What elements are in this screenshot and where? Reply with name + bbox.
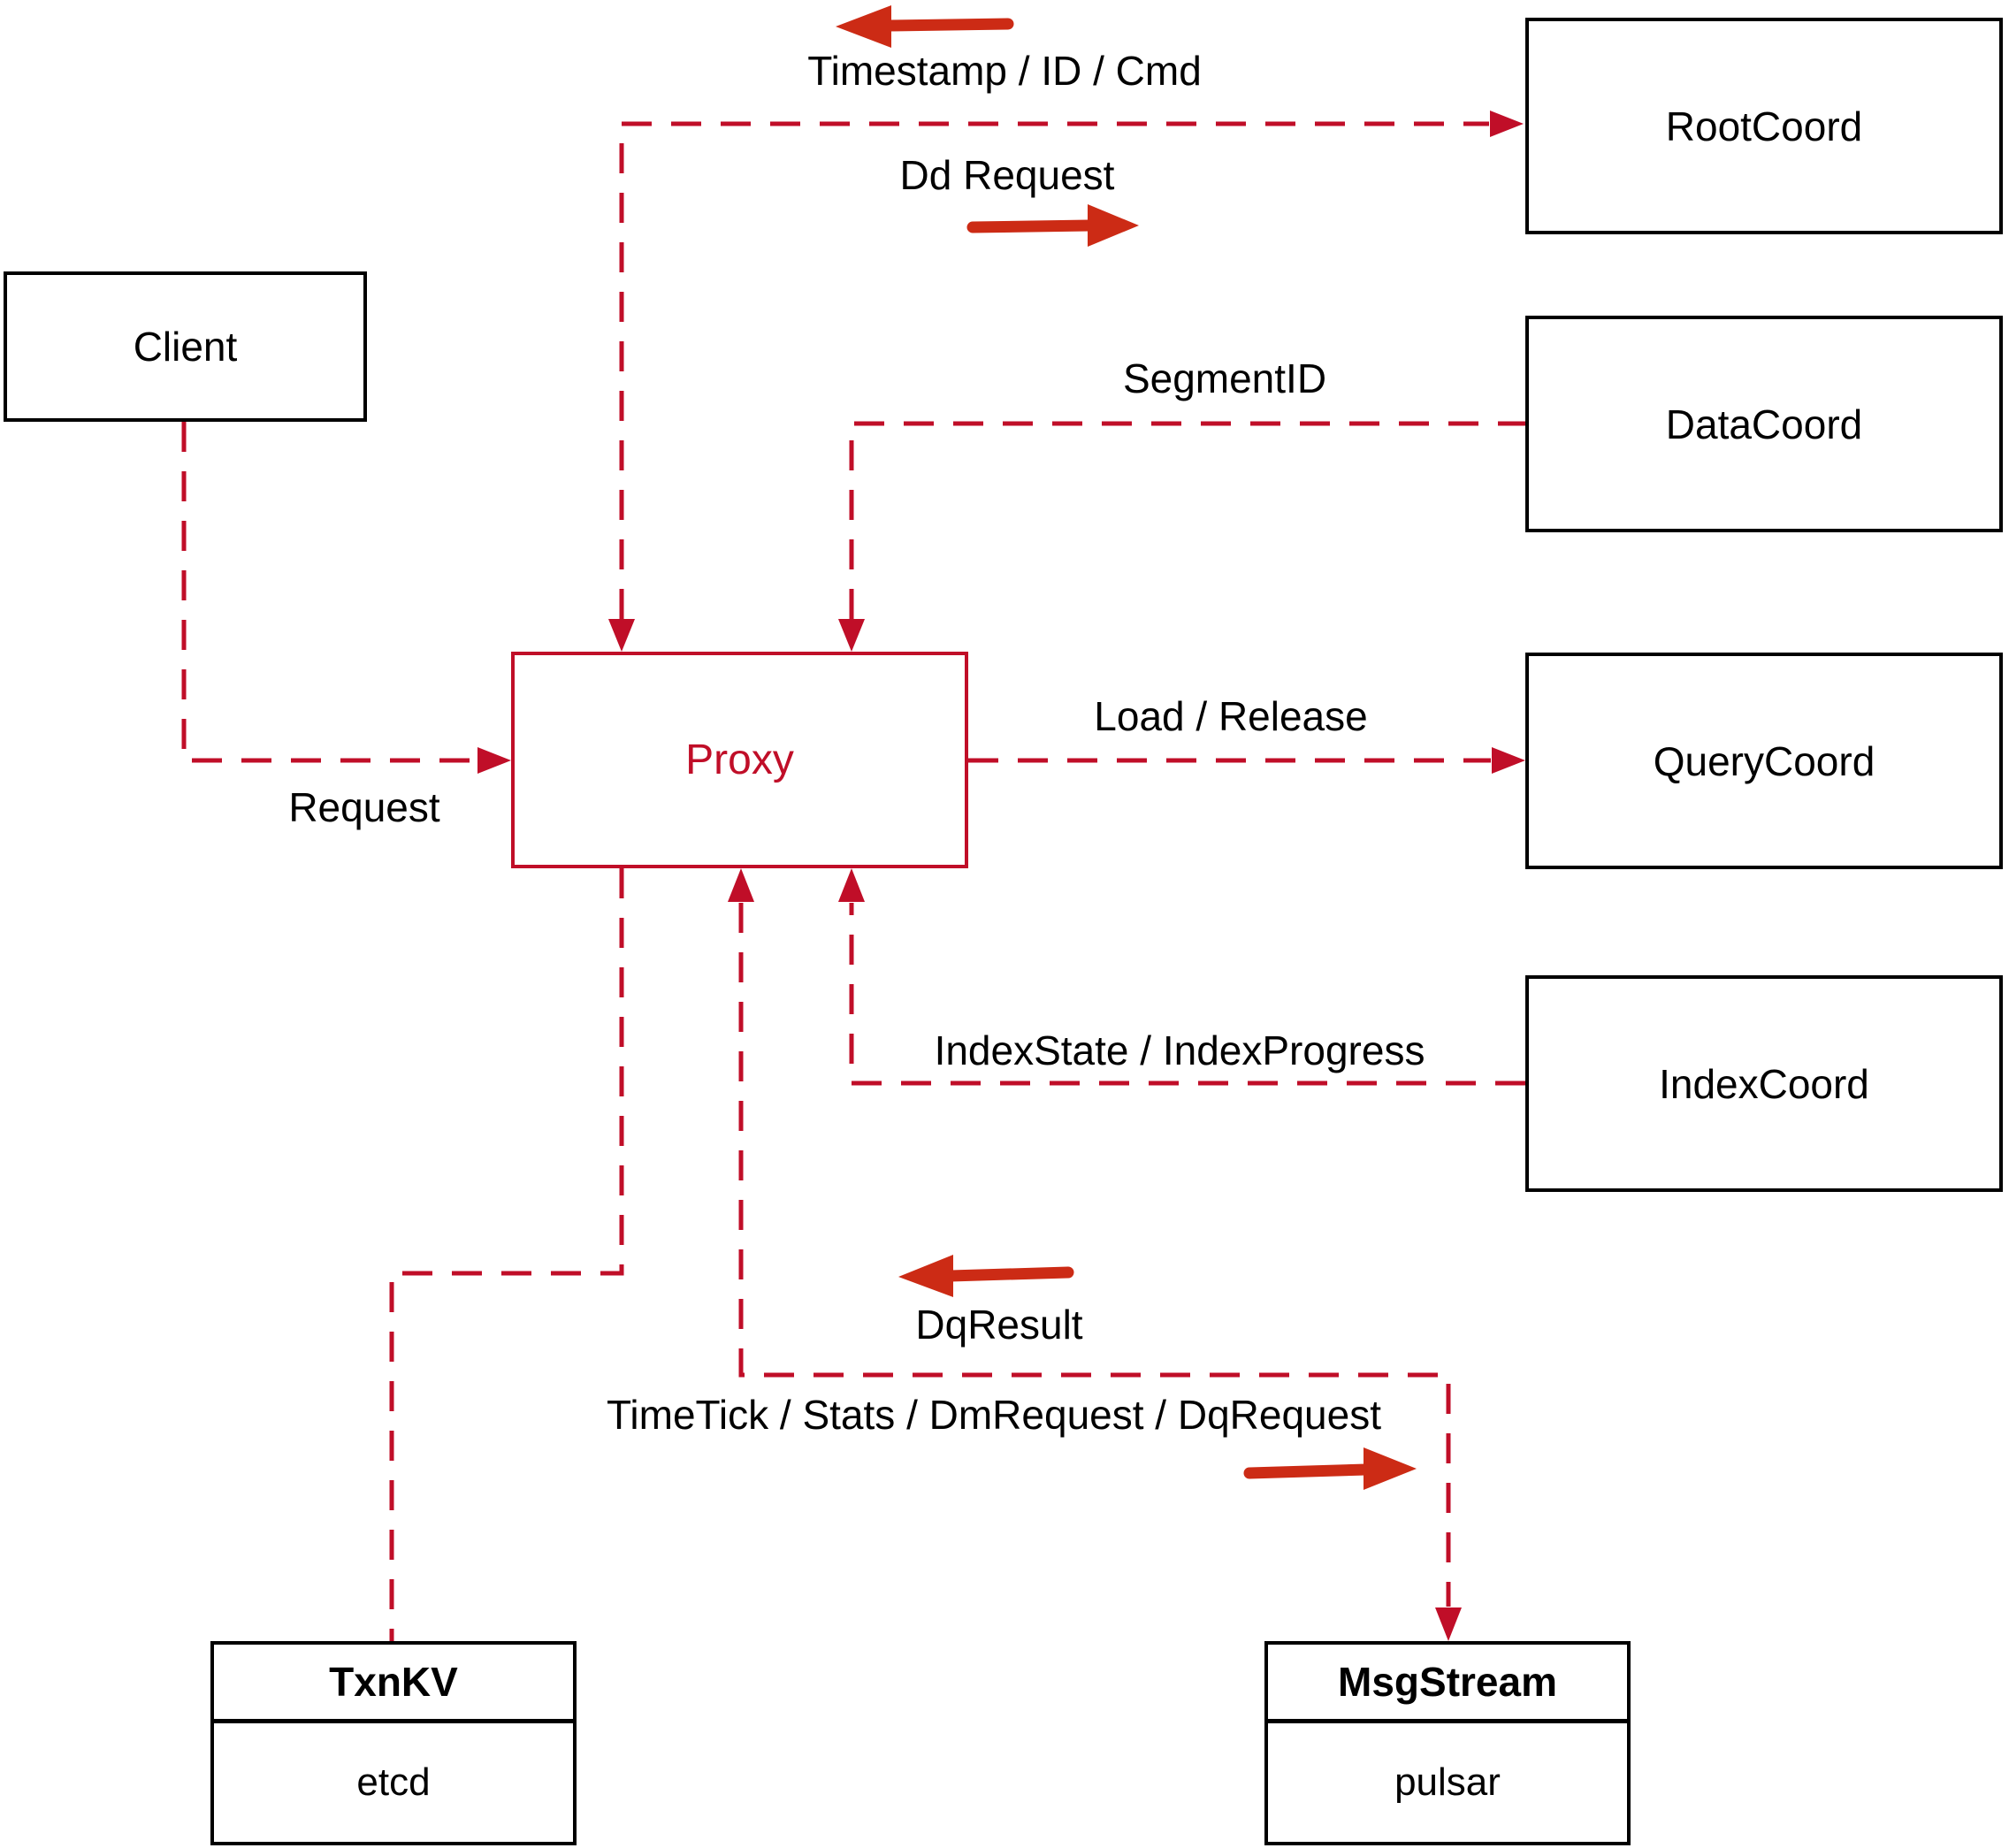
edge-indexcoord-proxy bbox=[838, 868, 1525, 1086]
direction-arrow-left-icon bbox=[836, 5, 1014, 48]
edge-label-timetick-stats: TimeTick / Stats / DmRequest / DqRequest bbox=[607, 1392, 1381, 1438]
client-node: Client bbox=[4, 271, 367, 422]
arrowhead-up-icon bbox=[728, 868, 754, 902]
edge-proxy-txnkv bbox=[389, 868, 624, 1641]
msgstream-title: MsgStream bbox=[1268, 1645, 1627, 1723]
edge-client-proxy bbox=[181, 422, 511, 774]
edge-proxy-rootcoord bbox=[608, 111, 1524, 652]
datacoord-node: DataCoord bbox=[1525, 316, 2003, 532]
txnkv-title: TxnKV bbox=[214, 1645, 573, 1723]
edge-proxy-querycoord bbox=[968, 747, 1525, 774]
arrowhead-up-icon bbox=[838, 868, 865, 902]
proxy-label: Proxy bbox=[685, 737, 794, 783]
arrowhead-right-icon bbox=[1490, 111, 1524, 137]
arrowhead-down-icon bbox=[608, 619, 635, 652]
proxy-node: Proxy bbox=[511, 652, 968, 868]
edge-label-dq-result: DqResult bbox=[915, 1302, 1083, 1348]
client-label: Client bbox=[133, 324, 238, 370]
txnkv-subtitle: etcd bbox=[356, 1760, 431, 1804]
indexcoord-label: IndexCoord bbox=[1659, 1060, 1869, 1107]
arrowhead-right-icon bbox=[477, 747, 511, 774]
edge-label-load-release: Load / Release bbox=[1094, 693, 1368, 739]
edge-label-dd-request: Dd Request bbox=[899, 152, 1115, 198]
rootcoord-node: RootCoord bbox=[1525, 18, 2003, 234]
edge-label-request: Request bbox=[288, 784, 440, 830]
arrowhead-right-icon bbox=[1492, 747, 1525, 774]
arrowhead-down-icon bbox=[838, 619, 865, 652]
direction-arrow-right-icon bbox=[966, 204, 1139, 247]
edge-label-timestamp-id-cmd: Timestamp / ID / Cmd bbox=[807, 48, 1202, 94]
indexcoord-node: IndexCoord bbox=[1525, 975, 2003, 1192]
edge-label-segment-id: SegmentID bbox=[1122, 355, 1327, 401]
datacoord-label: DataCoord bbox=[1665, 401, 1863, 447]
arrowhead-down-icon bbox=[1435, 1607, 1462, 1641]
msgstream-node: MsgStream pulsar bbox=[1264, 1641, 1631, 1845]
querycoord-node: QueryCoord bbox=[1525, 653, 2003, 869]
rootcoord-label: RootCoord bbox=[1665, 103, 1863, 149]
querycoord-label: QueryCoord bbox=[1653, 737, 1875, 784]
edge-label-index-state-progress: IndexState / IndexProgress bbox=[934, 1027, 1425, 1073]
msgstream-subtitle: pulsar bbox=[1394, 1760, 1501, 1804]
txnkv-node: TxnKV etcd bbox=[210, 1641, 577, 1845]
direction-arrow-right-icon bbox=[1243, 1447, 1417, 1490]
direction-arrow-left-icon bbox=[898, 1255, 1074, 1297]
edge-datacoord-proxy bbox=[838, 421, 1527, 652]
edge-proxy-msgstream bbox=[728, 868, 1462, 1641]
